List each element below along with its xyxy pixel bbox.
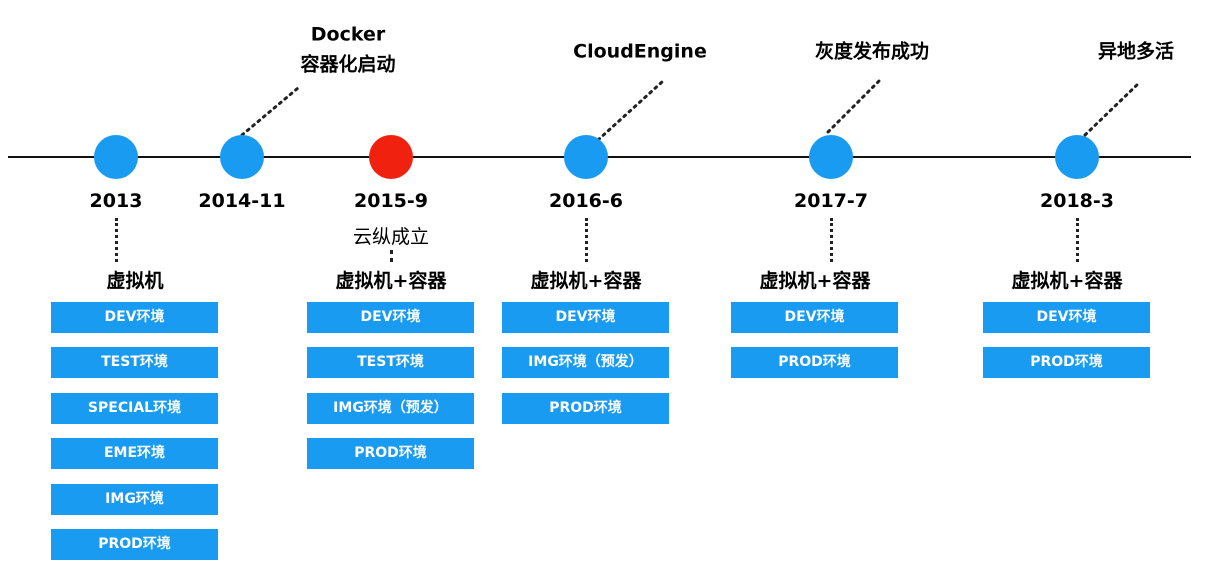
environment-box: IMG环境（预发） [502, 347, 669, 379]
event-leader-line [596, 80, 664, 142]
environment-box: EME环境 [51, 438, 218, 470]
milestone-event: 异地多活 [1097, 40, 1175, 63]
environment-box: DEV环境 [307, 302, 474, 333]
timeline-node [1055, 135, 1099, 179]
environment-box: PROD环境 [983, 347, 1150, 379]
environment-box: PROD环境 [51, 529, 218, 560]
environment-box: IMG环境（预发） [307, 392, 474, 424]
environment-title: 虚拟机+容器 [530, 270, 642, 292]
environment-title: 虚拟机+容器 [759, 270, 871, 292]
environment-box: DEV环境 [502, 302, 669, 333]
milestone-connector [390, 250, 393, 262]
milestone-year: 2014-11 [198, 190, 286, 212]
milestone-year: 2015-9 [354, 190, 428, 212]
environment-box: TEST环境 [307, 347, 474, 379]
milestone-event: 灰度发布成功 [814, 40, 930, 63]
environment-box: PROD环境 [731, 347, 898, 379]
timeline-node [564, 135, 608, 179]
milestone-year: 2016-6 [549, 190, 623, 212]
environment-box: DEV环境 [983, 302, 1150, 333]
environment-box: TEST环境 [51, 347, 218, 379]
event-leader-line [240, 86, 300, 137]
event-leader-line [1083, 80, 1142, 137]
milestone-event: Docker [310, 23, 386, 46]
milestone-event-line2: 容器化启动 [300, 53, 396, 76]
timeline-node [220, 135, 264, 179]
environment-box: PROD环境 [307, 438, 474, 470]
milestone-year: 2013 [89, 190, 143, 212]
milestone-connector [115, 218, 118, 262]
environment-box: SPECIAL环境 [51, 392, 218, 424]
environment-title: 虚拟机 [106, 270, 164, 292]
environment-box: IMG环境 [51, 483, 218, 515]
environment-title: 虚拟机+容器 [1011, 270, 1123, 292]
event-leader-line [826, 78, 882, 134]
milestone-connector [1076, 218, 1079, 262]
timeline-node-highlight [369, 135, 413, 179]
environment-box: PROD环境 [502, 392, 669, 424]
milestone-year: 2017-7 [794, 190, 868, 212]
environment-box: DEV环境 [731, 302, 898, 333]
milestone-connector [585, 218, 588, 262]
milestone-subtitle: 云纵成立 [352, 226, 430, 248]
milestone-event: CloudEngine [573, 40, 707, 63]
timeline-node [809, 135, 853, 179]
milestone-year: 2018-3 [1040, 190, 1114, 212]
milestone-connector [830, 218, 833, 262]
environment-title: 虚拟机+容器 [335, 270, 447, 292]
environment-box: DEV环境 [51, 302, 218, 333]
timeline-node [94, 135, 138, 179]
